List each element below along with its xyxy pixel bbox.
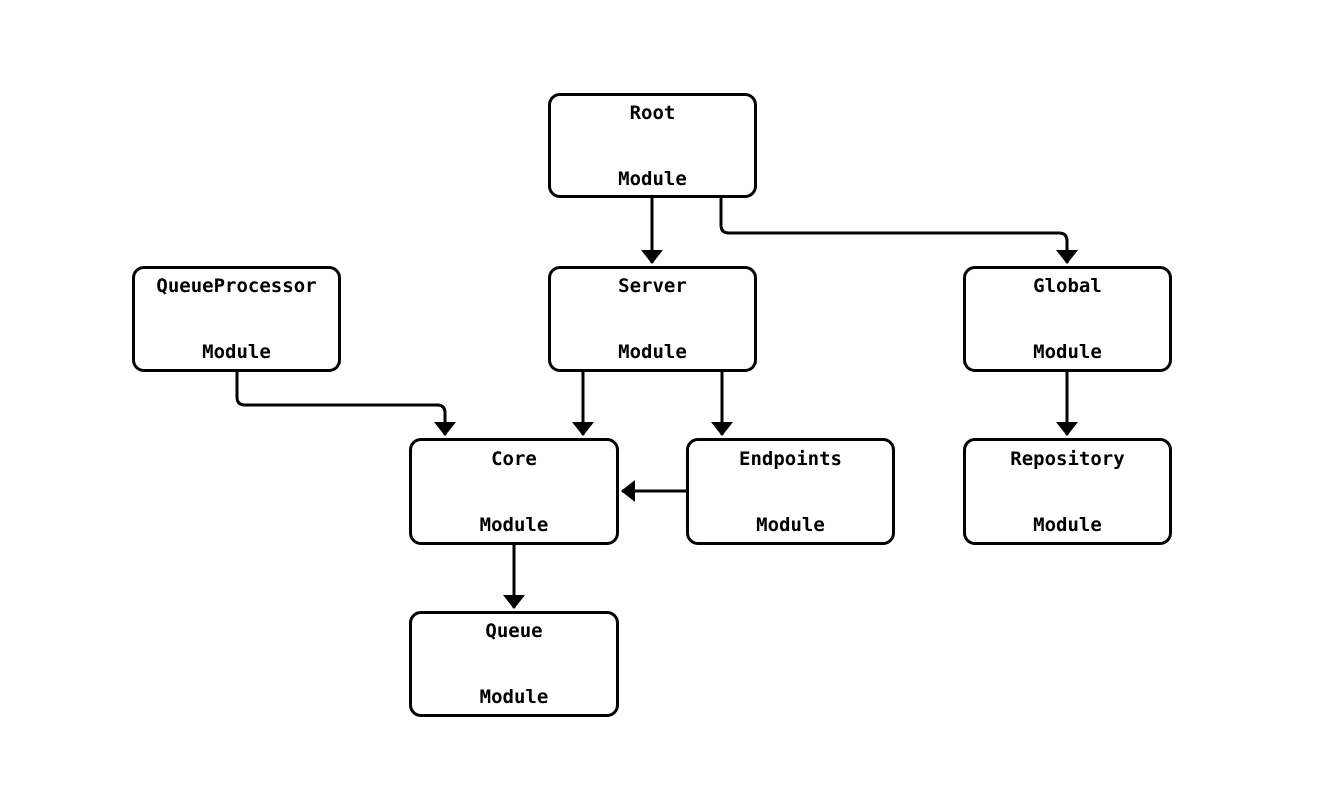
node-core-module-label: Core Module <box>480 404 549 580</box>
node-core-module: Core Module <box>409 438 619 545</box>
node-label-line1: Global <box>1033 275 1102 297</box>
node-queueprocessor-module: QueueProcessor Module <box>132 266 341 372</box>
node-repository-module: Repository Module <box>963 438 1172 545</box>
node-label-line1: Repository <box>1010 447 1125 470</box>
node-server-module: Server Module <box>548 266 757 372</box>
node-global-module-label: Global Module <box>1033 231 1102 407</box>
node-label-line2: Module <box>202 341 271 363</box>
node-endpoints-module-label: Endpoints Module <box>739 404 842 580</box>
node-queue-module-label: Queue Module <box>480 576 549 752</box>
node-label-line2: Module <box>618 167 687 190</box>
node-label-line2: Module <box>1033 341 1102 363</box>
node-root-module: Root Module <box>548 93 757 198</box>
node-label-line2: Module <box>756 513 825 536</box>
node-root-module-label: Root Module <box>618 58 687 234</box>
node-repository-module-label: Repository Module <box>1010 404 1124 580</box>
node-label-line1: Core <box>491 447 537 470</box>
node-label-line1: Endpoints <box>739 447 842 470</box>
node-endpoints-module: Endpoints Module <box>686 438 895 545</box>
node-queue-module: Queue Module <box>409 611 619 717</box>
node-label-line1: QueueProcessor <box>156 275 317 297</box>
node-label-line1: Server <box>618 275 687 297</box>
node-label-line1: Queue <box>485 620 543 642</box>
node-server-module-label: Server Module <box>618 231 687 407</box>
node-label-line2: Module <box>479 513 549 536</box>
node-queueprocessor-module-label: QueueProcessor Module <box>156 231 316 407</box>
edge-root-to-global <box>719 198 1078 264</box>
node-label-line2: Module <box>479 686 549 708</box>
node-global-module: Global Module <box>963 266 1172 372</box>
node-label-line2: Module <box>618 341 687 363</box>
node-label-line2: Module <box>1033 513 1102 536</box>
node-label-line1: Root <box>629 101 676 124</box>
